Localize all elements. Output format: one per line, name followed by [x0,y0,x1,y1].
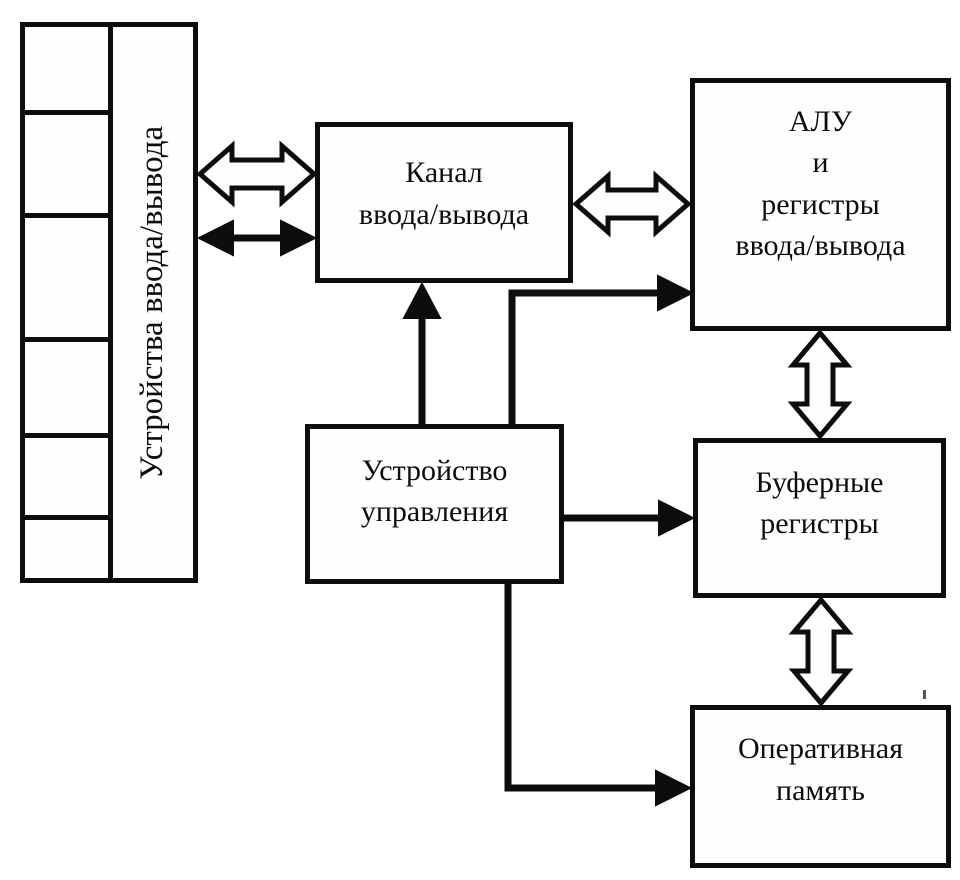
io-device-slots [25,27,113,578]
alu-buffer-hollow-arrow [793,333,847,436]
buffer-ram-hollow-arrow [794,600,848,703]
io-devices-channel-solid-head-left [199,221,233,255]
control-unit-label-line2: управления [360,495,509,528]
channel-alu-hollow-arrow [576,176,688,232]
control-channel-arrowhead [404,284,440,318]
buffer-registers-label-line2: регистры [760,507,879,540]
io-slot-divider [25,110,108,115]
alu-label-line4: ввода/вывода [735,228,906,262]
alu-label-line1: АЛУ [788,104,853,138]
io-devices-channel-solid-head-right [281,221,315,255]
io-devices-channel-hollow-arrow [200,146,314,202]
io-channel-label-line1: Канал [405,156,483,190]
node-ram: Оперативная память [690,705,951,868]
control-buffer-arrowhead [659,501,693,535]
io-devices-label-area: Устройства ввода/вывода [113,27,193,578]
control-ram-line [508,584,656,788]
ram-label-line2: память [776,773,865,807]
io-channel-label-line2: ввода/вывода [358,197,530,231]
control-alu-arrowhead [658,276,692,310]
control-unit-label-line1: Устройство [361,453,508,487]
control-ram-arrowhead [656,771,690,805]
node-buffer-registers: Буферные регистры [693,438,946,598]
node-io-devices: Устройства ввода/вывода [20,22,198,583]
io-slot-divider [25,515,108,520]
io-devices-label: Устройства ввода/вывода [134,125,171,480]
alu-label-line2: и [812,146,829,180]
scan-artifact [923,690,926,699]
ram-label-line1: Оперативная [737,732,904,766]
buffer-registers-label-line1: Буферные [755,465,884,499]
node-alu: АЛУ и регистры ввода/вывода [690,78,951,331]
control-alu-line [512,293,658,424]
io-slot-divider [25,213,108,218]
alu-label-line3: регистры [761,187,880,221]
io-slot-divider [25,433,108,438]
node-control-unit: Устройство управления [305,424,564,584]
io-slot-divider [25,337,108,342]
node-io-channel: Канал ввода/вывода [315,122,573,283]
